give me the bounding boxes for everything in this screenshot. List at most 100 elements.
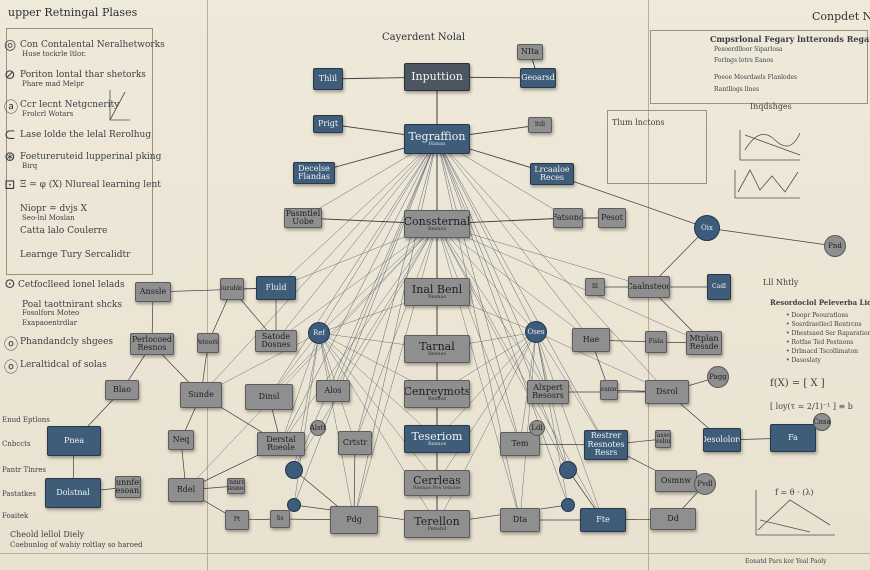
left-item-text: Foetureruteid lupperinal pking [20, 152, 162, 162]
node-fs: Pt [225, 510, 249, 530]
right-footer: Eonatd Pars kor Yeal Paoly [745, 558, 827, 565]
node-ossnw: Osmnw [655, 470, 697, 492]
connection-line [318, 332, 438, 440]
connection-line [436, 138, 521, 445]
left-lower-2: Poal taottnirant shcks [22, 300, 122, 310]
node-drol: Dsrol [645, 380, 689, 404]
node-label: Inputtion [411, 70, 463, 84]
title-top-center: Cayerdent Nolal [382, 32, 466, 43]
node-circle-q3 [285, 461, 303, 479]
node-label: Blao [112, 384, 132, 394]
node-sublabel: Penahd [427, 526, 447, 533]
node-label: Cadl [712, 282, 726, 290]
left-item-sub: Huse tockrle ltlor. [22, 50, 87, 58]
mini-plot-1 [739, 130, 801, 161]
left-item-icon: ◎ [4, 37, 17, 53]
connection-line [318, 332, 355, 521]
node-label: Resnsce [601, 385, 618, 393]
connection-line [353, 223, 438, 521]
node-circle-q13: Ldl [529, 420, 545, 436]
connection-line [318, 138, 438, 334]
node-ressd: Pasmtlel Uobe [284, 208, 322, 228]
node-ntlpln: Mtplan Ressde [686, 331, 722, 355]
mini-plot-3 [755, 490, 835, 536]
left-lower-3: Exapaoentrdlar [22, 319, 78, 327]
node-rdd: Rdel [168, 478, 204, 502]
node-label: Perlocoed Resnos [131, 334, 173, 352]
node-label: Pt [233, 515, 241, 523]
connection-line [436, 138, 537, 333]
node-hae: Hae [572, 328, 610, 352]
left-item-sub: Phare mad Melpr [22, 80, 84, 88]
term-functions-box [607, 110, 707, 184]
node-label: Tarnal [419, 339, 455, 353]
connection-line [535, 331, 604, 521]
node-circle-q2: Oses [525, 321, 547, 343]
connection-line [436, 223, 650, 288]
node-redsd: Resnsce [600, 380, 618, 400]
node-ill: lll [585, 278, 605, 296]
right-header: Cmpsrlonal Fegary lntteronds Regantes [710, 34, 870, 44]
connection-line [275, 138, 438, 342]
connection-line [436, 223, 537, 333]
node-circle-q5 [287, 498, 301, 512]
lower-5-icon: ⓞ [4, 360, 18, 376]
left-item-text: Lase lolde the lelal Rerolhug [20, 130, 152, 140]
net-list-item: • Rotfae Ted Pestnons [786, 339, 854, 346]
left-item-icon: ⊂ [4, 127, 16, 143]
node-label: Anssle [139, 286, 167, 296]
left-item-sub: Birq [22, 162, 38, 170]
node-fatsond: Fatsond [553, 208, 583, 228]
connection-line [535, 331, 607, 446]
node-fte: Fte [580, 508, 626, 532]
left-item-text: Learnge Tury Sercalidtr [20, 250, 131, 260]
node-lrcaaloe: Lrcaaloe Reces [530, 163, 574, 185]
connection-line [275, 223, 438, 342]
term-functions-title: Tlum lnctons [612, 118, 665, 127]
node-label: Terellon [414, 514, 460, 528]
left-lower-5: Leraltidcal of solas [20, 360, 107, 370]
connection-line [436, 138, 521, 521]
connection-line [275, 138, 438, 289]
node-label: Fte [596, 514, 610, 524]
node-label: Cerrleas [413, 473, 461, 487]
left-item-icon: ⊡ [4, 177, 16, 193]
right-header-box [650, 30, 868, 104]
connection-line [436, 138, 569, 471]
node-label: Suruhler [220, 284, 243, 292]
right-bullet-3: Poeoe Mosrdaels Flanlodes [714, 74, 798, 81]
node-label: Pnea [63, 435, 85, 445]
node-label: Pesot [601, 212, 623, 222]
node-sunfor: Suruhler [220, 278, 244, 300]
connection-line [280, 332, 320, 445]
node-out: Thlil [313, 68, 343, 90]
node-label: ltdl [534, 120, 546, 128]
node-label: Teseriom [411, 429, 463, 443]
connection-line [436, 138, 549, 393]
divider-bottom [0, 553, 870, 554]
node-label: Alxpert Resosrs [532, 382, 564, 400]
connection-line [318, 332, 438, 484]
formula-3: f = θ · (λ) [775, 488, 814, 497]
node-label: Fa [788, 432, 798, 442]
node-dinsl: Dinsl [245, 384, 293, 410]
connection-line [280, 223, 438, 445]
node-label: Restrer Resnotes Resrs [587, 431, 625, 458]
left-footer-1: Cheold lellol Diely [10, 530, 85, 539]
node-ltp: NIta [517, 44, 543, 60]
node-sublabel: Resnas [427, 294, 447, 301]
node-label: Satode Dosnes [261, 331, 291, 349]
left-item-icon: ⊛ [4, 149, 16, 165]
node-sublabel: Resnos [427, 226, 447, 233]
node-label: Cnmret Resnoe [228, 478, 245, 492]
node-label: Dta [512, 514, 528, 524]
node-label: Thlil [318, 73, 338, 83]
node-ltd: ltdl [528, 117, 552, 133]
node-dolst: Dolstnal [45, 478, 101, 508]
node-label: Inal Benl [411, 282, 463, 296]
